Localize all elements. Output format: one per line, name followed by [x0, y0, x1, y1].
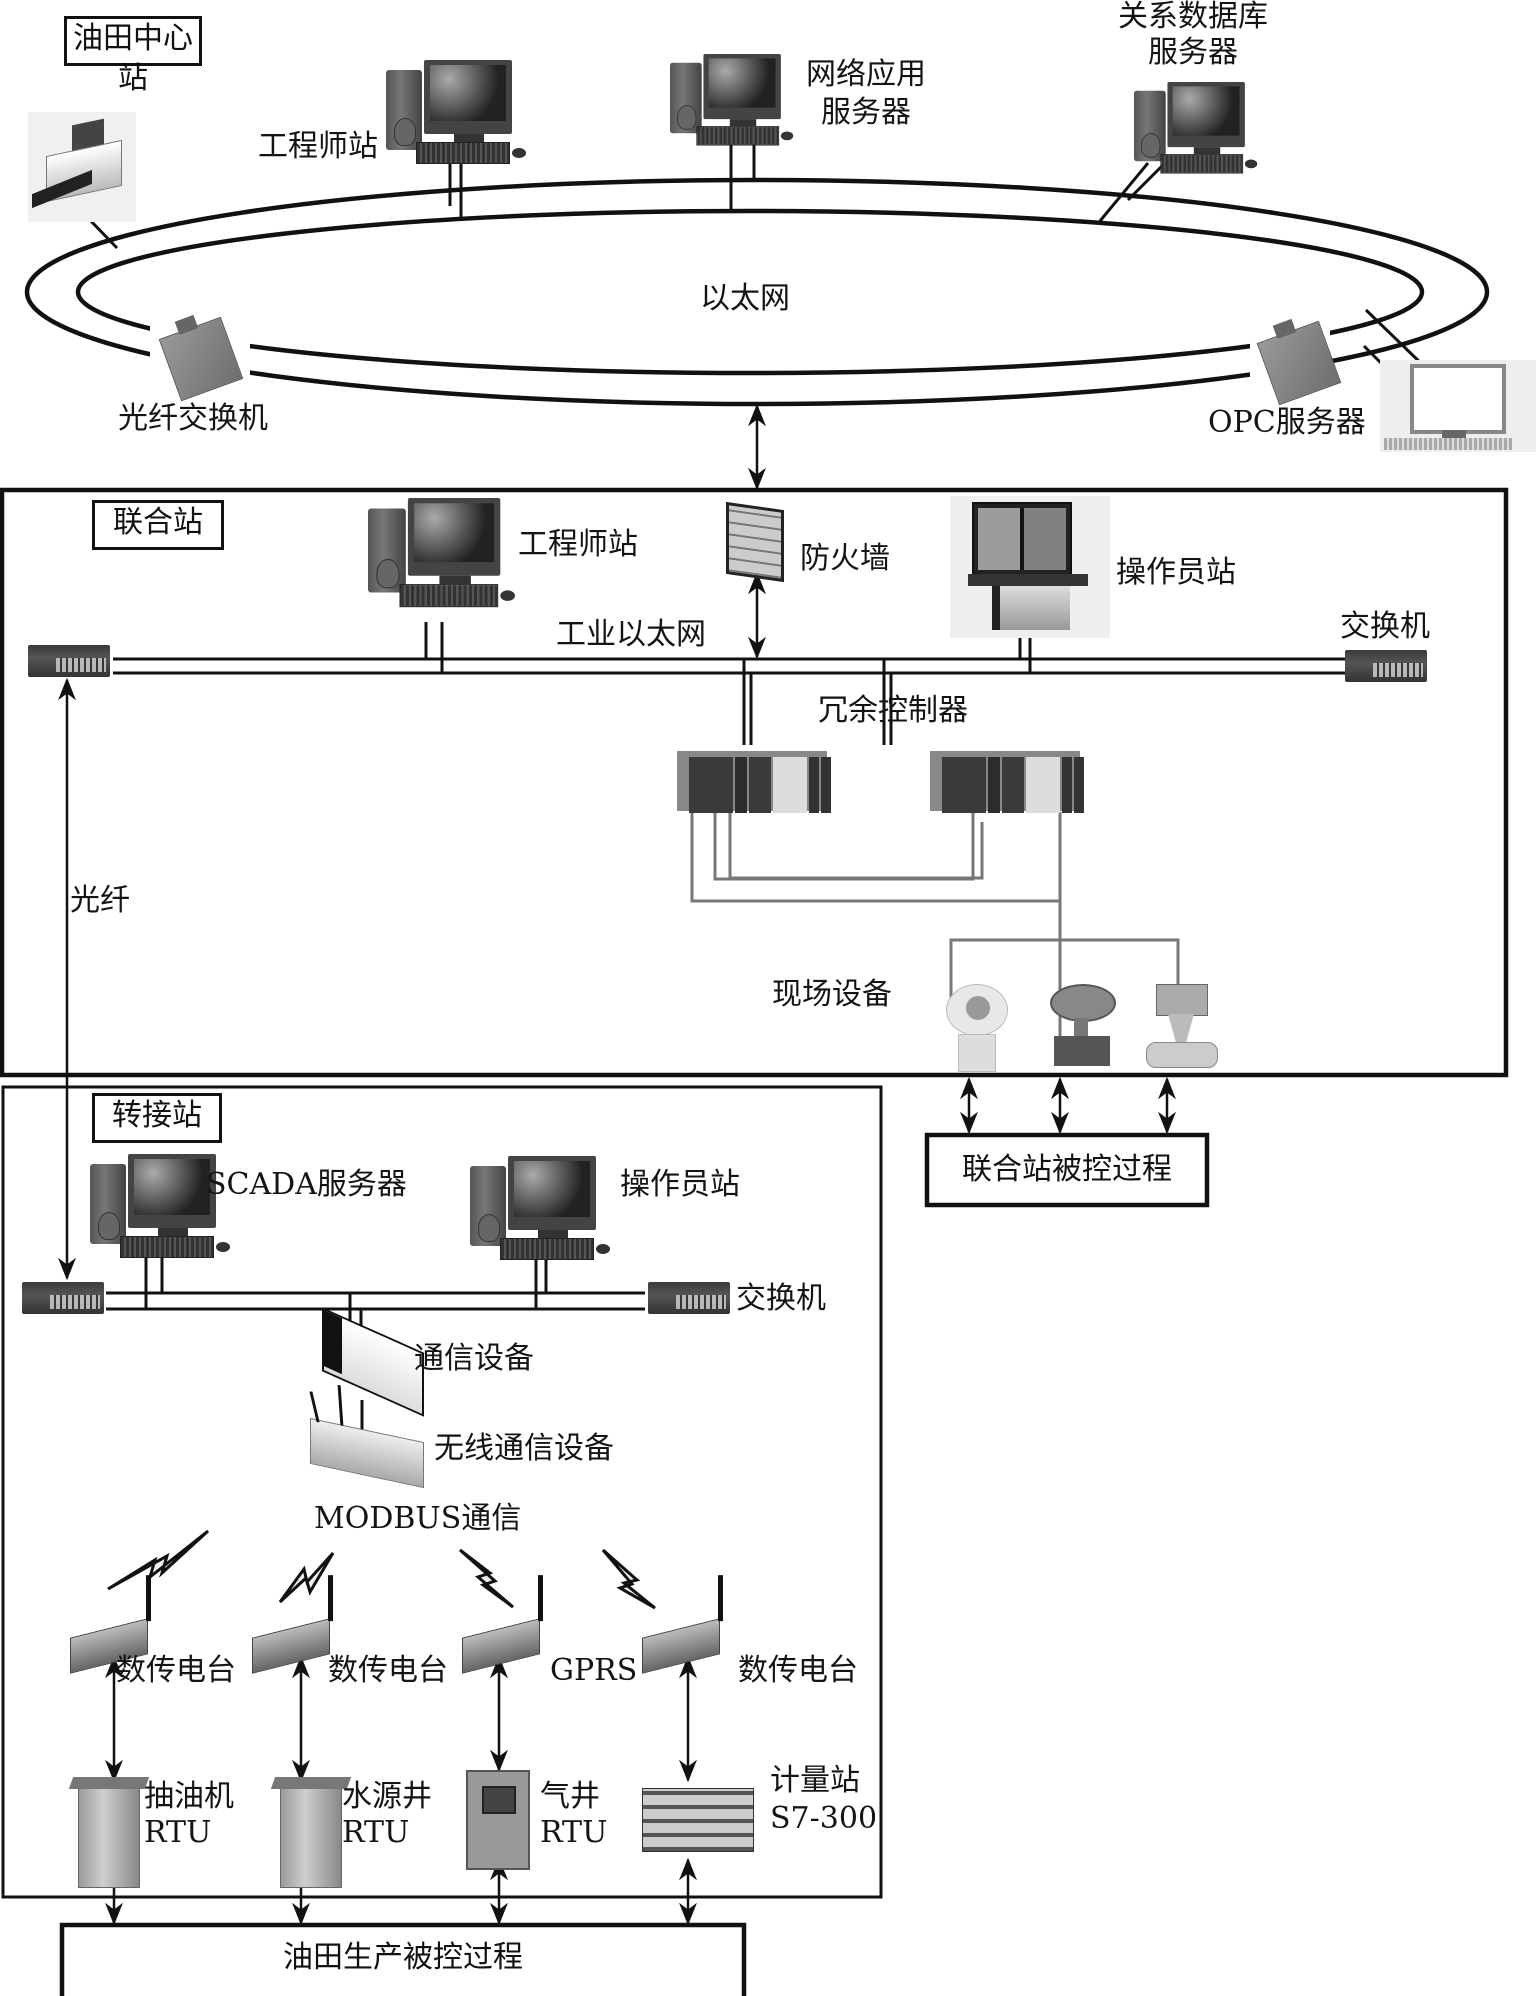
web-app-server-label-line2: 服务器: [821, 95, 911, 130]
firewall-label: 防火墙: [800, 541, 890, 576]
differential-pressure-transmitter-icon: [1048, 984, 1116, 1070]
radio-4-label: 数传电台: [738, 1653, 858, 1688]
endpoint-2-line1: 水源井: [342, 1779, 432, 1814]
transfer-station-label: 转接站: [92, 1093, 222, 1143]
transfer-switch-left-icon: [22, 1282, 104, 1314]
web-app-server-label-line1: 网络应用: [806, 57, 926, 92]
db-server-label-line1: 关系数据库: [1118, 0, 1268, 34]
pressure-transmitter-icon: [944, 984, 1010, 1072]
transfer-operator-station-label: 操作员站: [620, 1167, 740, 1202]
ethernet-label: 以太网: [700, 281, 790, 316]
gas-well-rtu-icon: [466, 1770, 530, 1870]
joint-switch-left-icon: [28, 645, 110, 677]
transfer-operator-station-computer-icon: [470, 1156, 610, 1266]
firewall-icon: [726, 501, 784, 583]
field-equipment-label: 现场设备: [772, 977, 892, 1012]
endpoint-1-line2: RTU: [144, 1815, 212, 1850]
wireless-device-label: 无线通信设备: [434, 1431, 614, 1466]
metering-station-plc-icon: [642, 1788, 754, 1852]
joint-switch-right-icon: [1345, 650, 1427, 682]
joint-operator-console-icon: [950, 496, 1110, 638]
web-app-server-computer-icon: [670, 54, 794, 151]
wireless-signal-icon: [601, 1548, 656, 1610]
scada-server-label: SCADA服务器: [206, 1167, 407, 1202]
db-server-label-line2: 服务器: [1148, 35, 1238, 70]
redundant-controller-b-icon: [930, 745, 1086, 815]
endpoint-1-line1: 抽油机: [144, 1779, 234, 1814]
center-engineer-station-label: 工程师站: [258, 129, 378, 164]
center-station-label: 油田中心站: [64, 16, 202, 96]
modbus-label: MODBUS通信: [314, 1501, 522, 1536]
transfer-switch-right-icon: [648, 1282, 730, 1314]
joint-switch-label: 交换机: [1340, 609, 1430, 644]
control-valve-icon: [1144, 984, 1218, 1070]
comm-device-label: 通信设备: [414, 1341, 534, 1376]
pumping-unit-rtu-icon: [78, 1788, 140, 1888]
endpoint-4-line2: S7-300: [770, 1801, 878, 1836]
endpoint-3-line2: RTU: [540, 1815, 608, 1850]
redundant-controller-label: 冗余控制器: [818, 693, 968, 728]
endpoint-2-line2: RTU: [342, 1815, 410, 1850]
printer-icon: [28, 112, 136, 222]
water-well-rtu-icon: [280, 1788, 342, 1888]
opc-server-label: OPC服务器: [1208, 405, 1366, 440]
wireless-signal-icon: [278, 1551, 335, 1604]
redundant-controller-a-icon: [677, 745, 833, 815]
db-server-computer-icon: [1134, 82, 1258, 179]
wireless-signal-icon: [107, 1529, 210, 1591]
endpoint-4-line1: 计量站: [770, 1763, 860, 1798]
joint-station-label: 联合站: [92, 500, 224, 550]
joint-engineer-station-label: 工程师站: [518, 527, 638, 562]
opc-server-computer-icon: [1380, 360, 1536, 452]
radio-2-label: 数传电台: [328, 1653, 448, 1688]
radio-1-label: 数传电台: [116, 1653, 236, 1688]
joint-operator-station-label: 操作员站: [1116, 555, 1236, 590]
joint-engineer-station-computer-icon: [368, 498, 515, 614]
joint-process-box-label: 联合站被控过程: [962, 1152, 1172, 1187]
transfer-switch-label: 交换机: [736, 1281, 826, 1316]
fiber-link-label: 光纤: [70, 883, 130, 918]
radio-3-label: GPRS: [550, 1653, 638, 1688]
fiber-switch-label: 光纤交换机: [118, 401, 268, 436]
oilfield-process-box-label: 油田生产被控过程: [283, 1940, 523, 1975]
wireless-signal-icon: [459, 1548, 514, 1609]
endpoint-3-line1: 气井: [540, 1779, 600, 1814]
engineer-station-computer-icon: [386, 60, 526, 170]
industrial-ethernet-label: 工业以太网: [556, 617, 706, 652]
scada-server-computer-icon: [90, 1154, 230, 1264]
